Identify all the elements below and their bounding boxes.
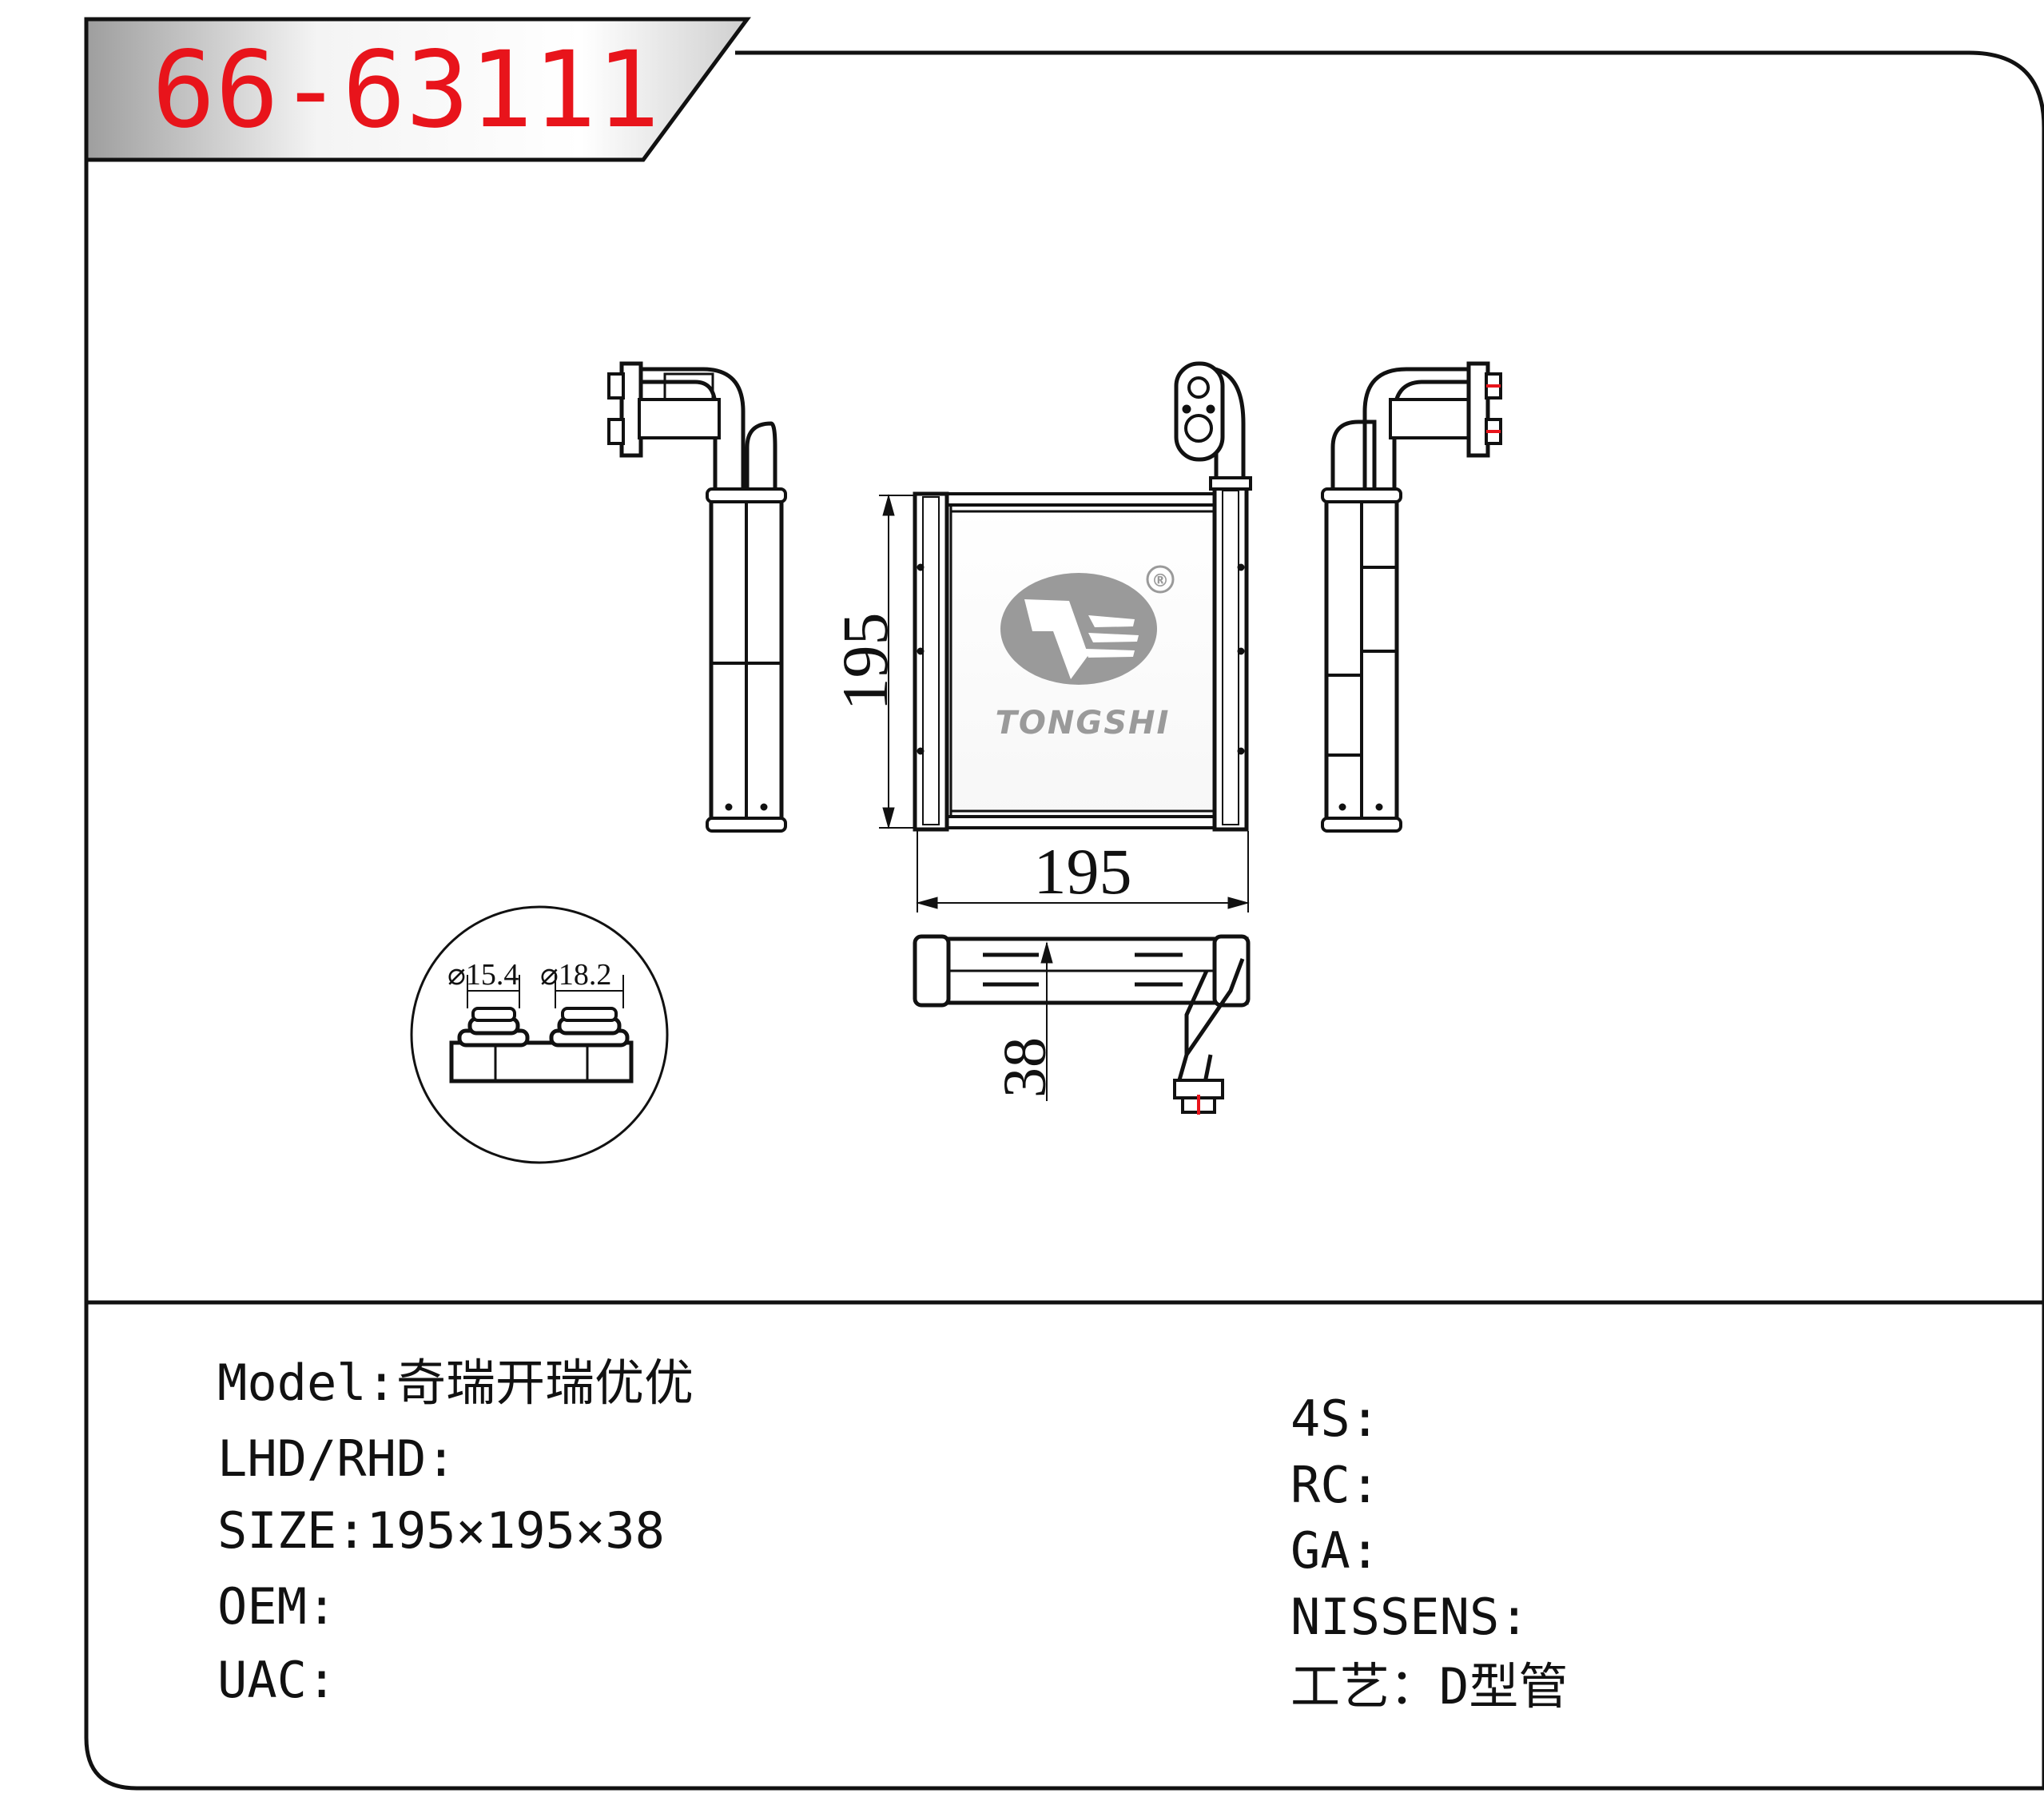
width-dim-label: 195 — [1034, 835, 1132, 908]
spec-nissens: NISSENS: — [1290, 1592, 1529, 1642]
spec-oem-label: OEM: — [217, 1577, 337, 1636]
spec-uac: UAC: — [217, 1656, 336, 1705]
spec-model-label: Model: — [217, 1354, 396, 1412]
spec-rc-label: RC: — [1290, 1456, 1380, 1514]
spec-lhd-rhd: LHD/RHD: — [217, 1434, 456, 1484]
spec-size-value: 195×195×38 — [366, 1501, 665, 1560]
depth-dimension — [1040, 941, 1053, 1101]
tongshi-logo: ® TONGSHI — [996, 565, 1175, 742]
pipe-detail — [410, 905, 669, 1164]
left-tank — [913, 491, 949, 832]
pipe-dia-2-label: ⌀18.2 — [540, 958, 611, 992]
spec-oem: OEM: — [217, 1582, 336, 1632]
top-view — [913, 934, 1251, 1115]
spec-size-label: SIZE: — [217, 1501, 367, 1560]
part-number-tab: 66-63111 — [84, 17, 751, 162]
right-side-view — [1321, 361, 1502, 833]
spec-model: Model:奇瑞开瑞优优 — [217, 1358, 694, 1408]
spec-rc: RC: — [1290, 1461, 1380, 1510]
depth-dim-label: 38 — [992, 1037, 1059, 1098]
spec-4s: 4S: — [1290, 1394, 1380, 1444]
spec-ga: GA: — [1290, 1526, 1380, 1576]
right-tank — [1212, 483, 1249, 832]
spec-uac-label: UAC: — [217, 1651, 337, 1709]
pipe-dia-1-label: ⌀15.4 — [447, 958, 519, 992]
height-dimension — [879, 494, 915, 829]
registered-mark: ® — [1151, 571, 1169, 591]
outer-frame — [84, 50, 2044, 1791]
brand-name: TONGSHI — [996, 705, 1171, 742]
spec-lhd-rhd-label: LHD/RHD: — [217, 1429, 456, 1488]
width-dimension — [916, 831, 1250, 912]
height-dim-label: 195 — [829, 613, 901, 711]
spec-size: SIZE:195×195×38 — [217, 1506, 665, 1556]
spec-process-label: 工艺： — [1290, 1657, 1440, 1716]
left-side-view — [607, 361, 787, 833]
spec-nissens-label: NISSENS: — [1290, 1588, 1529, 1646]
spec-model-value: 奇瑞开瑞优优 — [396, 1354, 694, 1412]
spec-process: 工艺：D型管 — [1290, 1662, 1568, 1712]
spec-process-value: D型管 — [1439, 1657, 1569, 1716]
spec-4s-label: 4S: — [1290, 1390, 1380, 1448]
part-number: 66-63111 — [152, 29, 660, 152]
spec-ga-label: GA: — [1290, 1521, 1380, 1580]
